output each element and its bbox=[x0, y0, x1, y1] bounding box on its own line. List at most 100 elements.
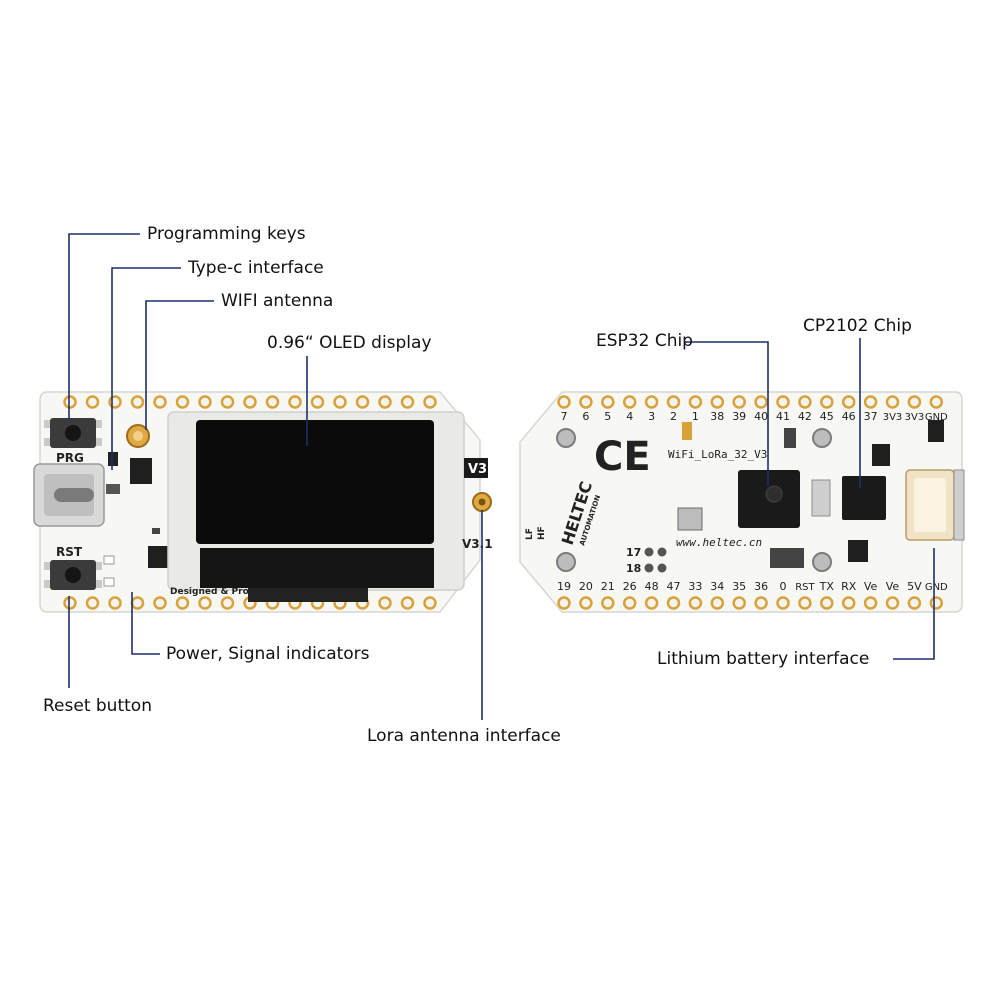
v3-badge-text: V3 bbox=[468, 462, 487, 477]
bottom-pin-label-11: RST bbox=[795, 582, 815, 593]
pad-17 bbox=[644, 547, 654, 557]
v3-badge bbox=[464, 458, 488, 478]
callout-type-c: Type-c interface bbox=[188, 258, 324, 278]
header-hole bbox=[732, 395, 746, 409]
bottom-pin-label-16: 5V bbox=[907, 580, 922, 593]
header-hole bbox=[579, 596, 593, 610]
header-hole bbox=[644, 596, 659, 610]
header-hole bbox=[666, 596, 681, 610]
header-hole bbox=[153, 395, 167, 409]
rst-button[interactable] bbox=[44, 560, 102, 590]
pad bbox=[657, 547, 667, 557]
smd-chip bbox=[872, 444, 890, 466]
top-pin-label-10: 41 bbox=[776, 410, 790, 423]
top-pin-label-9: 40 bbox=[754, 410, 768, 423]
header-hole bbox=[710, 395, 725, 409]
bottom-pin-label-17: GND bbox=[925, 582, 948, 593]
header-hole bbox=[841, 596, 856, 610]
back-bottom-header-holes bbox=[557, 596, 944, 610]
header-hole bbox=[333, 395, 347, 409]
header-hole bbox=[622, 395, 637, 409]
header-hole bbox=[243, 395, 257, 409]
top-pin-label-17: GND bbox=[925, 412, 948, 423]
top-pin-label-8: 39 bbox=[732, 410, 746, 423]
website-text: www.heltec.cn bbox=[676, 536, 762, 549]
front-bottom-header-holes bbox=[63, 596, 437, 610]
header-hole bbox=[175, 395, 190, 409]
ce-mark: CE bbox=[594, 434, 651, 480]
bottom-pin-label-3: 26 bbox=[623, 580, 637, 593]
bottom-pin-label-0: 19 bbox=[557, 580, 571, 593]
usb-c-connector-icon[interactable] bbox=[33, 463, 105, 527]
header-hole bbox=[265, 395, 280, 409]
header-hole bbox=[820, 395, 834, 409]
signal-led bbox=[103, 577, 115, 587]
header-hole bbox=[863, 395, 878, 409]
smd-component bbox=[152, 528, 160, 534]
header-hole bbox=[688, 596, 703, 610]
mounting-screw bbox=[556, 428, 576, 448]
header-hole bbox=[220, 596, 235, 610]
bottom-pin-label-7: 34 bbox=[710, 580, 724, 593]
bottom-pin-label-14: Ve bbox=[864, 580, 878, 593]
header-hole bbox=[798, 395, 812, 409]
top-pin-label-15: 3V3 bbox=[883, 412, 903, 423]
bottom-pin-label-1: 20 bbox=[579, 580, 593, 593]
pad bbox=[657, 563, 667, 573]
header-hole bbox=[907, 596, 922, 610]
header-hole bbox=[841, 395, 856, 409]
callout-oled-display: 0.96“ OLED display bbox=[267, 333, 432, 353]
bottom-pin-label-10: 0 bbox=[780, 580, 787, 593]
header-hole bbox=[644, 395, 659, 409]
smd-chip bbox=[130, 458, 152, 484]
bottom-pin-label-12: TX bbox=[819, 580, 835, 593]
oled-flex-cable bbox=[200, 548, 434, 588]
header-hole bbox=[776, 596, 790, 610]
mounting-screw bbox=[556, 552, 576, 572]
hf-label: HF bbox=[537, 526, 547, 540]
callout-esp32-chip: ESP32 Chip bbox=[596, 331, 693, 351]
pin-17-label: 17 bbox=[626, 546, 641, 559]
version-text: V3.1 bbox=[462, 537, 493, 551]
leader-programming-keys bbox=[68, 233, 140, 420]
header-hole bbox=[310, 395, 325, 409]
esp32-logo-icon bbox=[765, 485, 783, 503]
smd-chip bbox=[848, 540, 868, 562]
header-hole bbox=[85, 395, 100, 409]
header-hole bbox=[820, 596, 834, 610]
top-pin-label-1: 6 bbox=[582, 410, 589, 423]
leader-lines bbox=[68, 233, 935, 720]
lf-label: LF bbox=[525, 528, 535, 540]
header-hole bbox=[666, 395, 681, 409]
smd-chip bbox=[928, 420, 944, 442]
wifi-antenna-icon bbox=[126, 424, 150, 448]
header-hole bbox=[130, 395, 145, 409]
header-hole bbox=[400, 596, 415, 610]
header-hole bbox=[355, 395, 370, 409]
credit-text: Designed & Produce bbox=[170, 587, 273, 597]
smd-component bbox=[108, 452, 118, 466]
header-hole bbox=[557, 596, 571, 610]
ufl-antenna-connector-icon[interactable] bbox=[472, 492, 492, 512]
top-pin-label-5: 2 bbox=[670, 410, 677, 423]
header-hole bbox=[710, 596, 725, 610]
leader-power-signal bbox=[131, 592, 160, 655]
header-hole bbox=[601, 395, 615, 409]
header-hole bbox=[885, 596, 900, 610]
mounting-screw bbox=[812, 552, 832, 572]
header-hole bbox=[601, 596, 615, 610]
top-pin-label-12: 45 bbox=[820, 410, 834, 423]
prg-button[interactable] bbox=[44, 418, 102, 448]
power-led bbox=[103, 555, 115, 565]
bottom-pin-label-15: Ve bbox=[886, 580, 900, 593]
header-hole bbox=[423, 395, 437, 409]
header-hole bbox=[220, 395, 235, 409]
header-hole bbox=[579, 395, 593, 409]
battery-connector-icon[interactable] bbox=[905, 469, 955, 541]
header-hole bbox=[108, 395, 122, 409]
callout-lithium-battery: Lithium battery interface bbox=[657, 649, 870, 669]
